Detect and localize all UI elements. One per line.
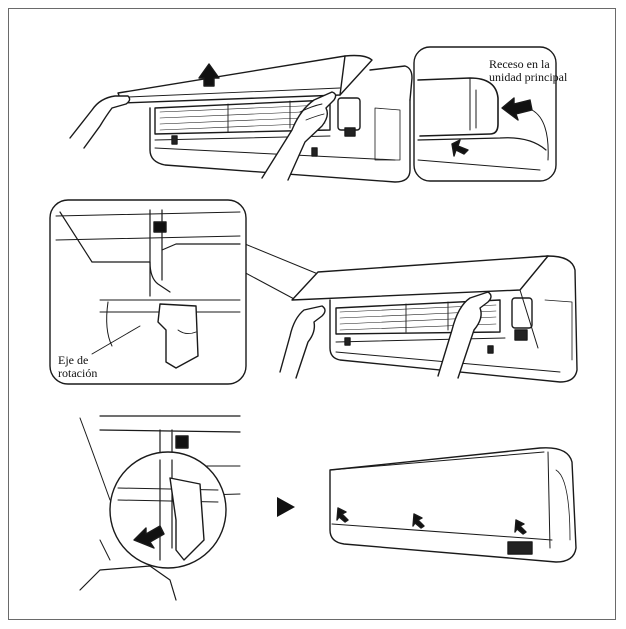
step3-group xyxy=(79,415,577,601)
recess-label-line1: Receso en la xyxy=(489,57,550,71)
arrow-left-icon xyxy=(501,97,533,121)
step1-zoom-inset xyxy=(413,46,557,182)
step3-push-arrow xyxy=(133,525,165,549)
step1-group xyxy=(69,46,557,183)
step1-air-filter xyxy=(154,99,331,135)
rotation-axis-label-line2: rotación xyxy=(58,366,98,380)
step3-unit-body xyxy=(329,447,577,563)
step3-detail-lines xyxy=(99,415,241,521)
play-triangle-icon xyxy=(277,497,295,517)
recess-label-line2: unidad principal xyxy=(489,70,568,84)
step2-left-hand xyxy=(279,305,326,379)
step2-inset-hand xyxy=(157,303,199,369)
rotation-axis-label-line1: Eje de xyxy=(58,353,89,367)
step1-display xyxy=(337,97,361,131)
small-arrow-icon xyxy=(514,519,527,535)
step3-hand xyxy=(169,477,205,561)
step2-group xyxy=(49,199,578,385)
step2-display xyxy=(511,297,533,329)
recess-label: Receso en la unidad principal xyxy=(489,58,567,84)
step2-air-filter xyxy=(335,299,501,335)
step2-callout-lines xyxy=(239,243,319,301)
step2-front-panel xyxy=(291,255,549,301)
step3-magnifier xyxy=(109,451,227,569)
step1-right-hand xyxy=(261,91,337,181)
arrow-up-icon xyxy=(198,63,220,87)
small-arrow-icon xyxy=(451,139,469,157)
small-arrow-icon xyxy=(336,507,349,523)
small-arrow-icon xyxy=(412,513,425,529)
step1-left-hand xyxy=(69,95,131,149)
step1-front-panel xyxy=(117,54,373,104)
step2-right-hand xyxy=(437,291,492,379)
rotation-axis-label: Eje de rotación xyxy=(58,354,97,380)
step2-unit-body xyxy=(317,255,578,383)
step1-unit-top xyxy=(369,65,413,101)
